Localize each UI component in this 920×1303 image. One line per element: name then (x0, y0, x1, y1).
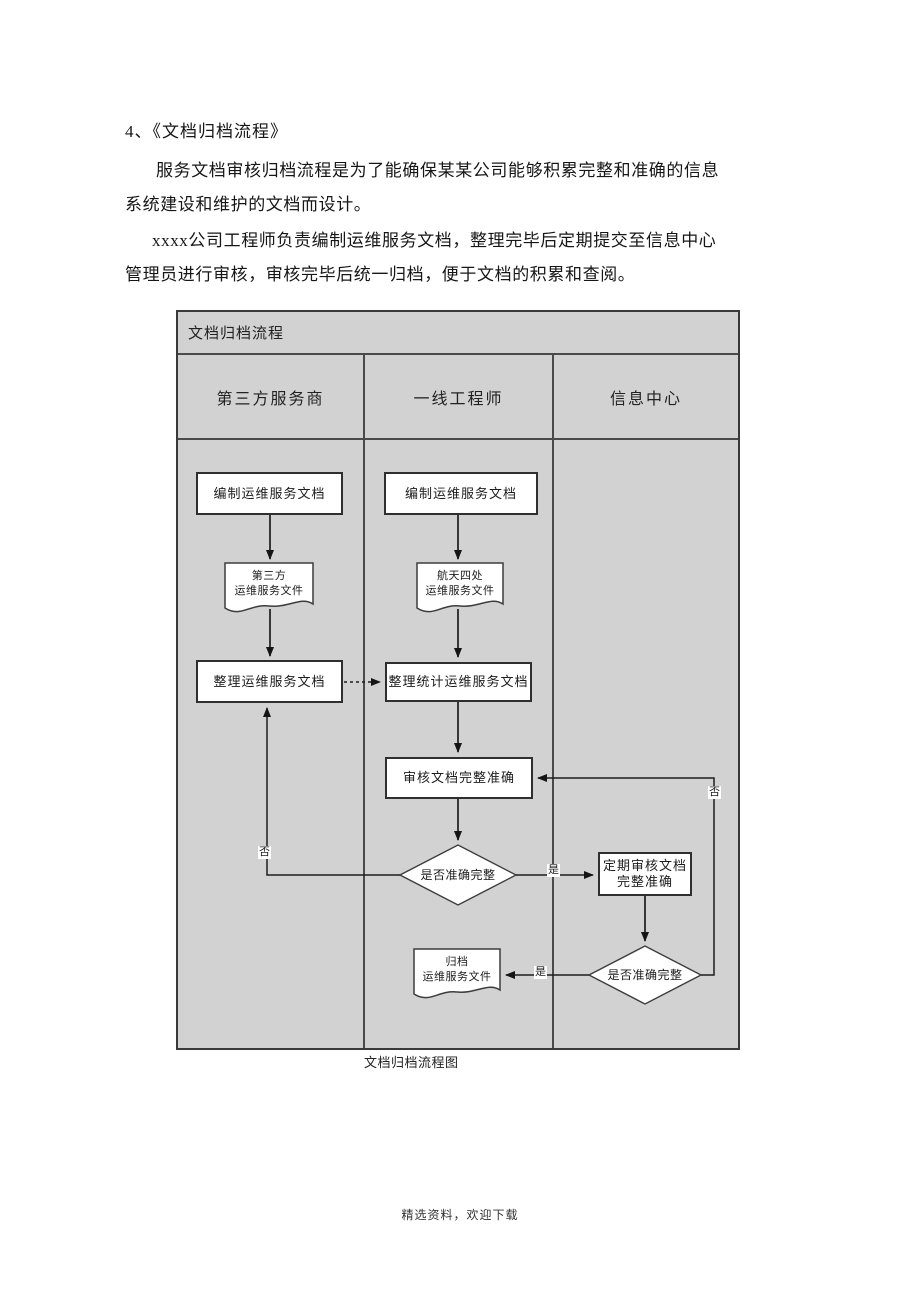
flowchart-connectors-and-shapes (224, 515, 715, 1005)
engineer-document-text: 航天四处 运维服务文件 (417, 569, 503, 599)
lane-header-info-center: 信息中心 (609, 390, 682, 408)
arrow-center-decision-no-loop-to-review (537, 774, 715, 976)
flowchart-caption: 文档归档流程图 (364, 1055, 459, 1070)
node-center-periodic-review: 定期审核文档 完整准确 (598, 852, 692, 896)
node-engineer-organize-doc: 整理统计运维服务文档 (385, 662, 532, 702)
lane-divider-2 (552, 353, 554, 1048)
engineer-doc-line-2: 运维服务文件 (425, 585, 495, 597)
node-engineer-create-doc: 编制运维服务文档 (384, 472, 538, 515)
archive-document-text: 归档 运维服务文件 (414, 955, 500, 985)
paragraph-2-line-2: 管理员进行审核，审核完毕后统一归档，便于文档的积累和查阅。 (125, 265, 636, 284)
engineer-document-shape (416, 562, 504, 613)
lane-header-vendor: 第三方服务商 (216, 390, 325, 408)
flowchart-title: 文档归档流程 (188, 326, 285, 342)
arrow-decision-no-back-to-vendor-organize (263, 707, 400, 876)
edge-label-yes-to-center: 是 (547, 864, 560, 877)
node-vendor-create-doc: 编制运维服务文档 (196, 472, 343, 515)
center-review-line-1: 定期审核文档 (602, 858, 687, 873)
archive-doc-line-1: 归档 (445, 956, 469, 968)
center-decision-text: 是否准确完整 (607, 968, 683, 982)
vendor-doc-line-1: 第三方 (251, 570, 287, 582)
lane-divider-1 (363, 353, 365, 1048)
engineer-decision-text: 是否准确完整 (420, 868, 496, 882)
edge-label-no-left-loop: 否 (258, 846, 271, 859)
page-title: 4、《文档归档流程》 (125, 122, 288, 141)
node-vendor-organize-doc: 整理运维服务文档 (196, 660, 343, 703)
vendor-document-text: 第三方 运维服务文件 (225, 569, 313, 599)
vendor-document-shape (224, 562, 314, 613)
archive-document-shape (413, 948, 501, 999)
page-footer: 精选资料，欢迎下载 (401, 1208, 519, 1222)
center-review-line-2: 完整准确 (616, 874, 673, 889)
paragraph-2-line-1: xxxx公司工程师负责编制运维服务文档，整理完毕后定期提交至信息中心 (152, 231, 717, 250)
paragraph-1-line-2: 系统建设和维护的文档而设计。 (125, 195, 372, 214)
engineer-doc-line-1: 航天四处 (437, 570, 483, 582)
archive-doc-line-2: 运维服务文件 (422, 971, 492, 983)
title-separator-line (178, 353, 738, 355)
header-separator-line (178, 438, 738, 440)
paragraph-1-line-1: 服务文档审核归档流程是为了能确保某某公司能够积累完整和准确的信息 (156, 161, 720, 180)
edge-label-no-right-loop: 否 (708, 786, 721, 799)
flowchart-panel: 文档归档流程 第三方服务商 一线工程师 信息中心 (176, 310, 740, 1050)
vendor-doc-line-2: 运维服务文件 (234, 585, 304, 597)
lane-header-engineer: 一线工程师 (413, 390, 504, 408)
edge-label-yes-to-archive: 是 (534, 966, 547, 979)
node-engineer-review-doc: 审核文档完整准确 (385, 757, 533, 799)
